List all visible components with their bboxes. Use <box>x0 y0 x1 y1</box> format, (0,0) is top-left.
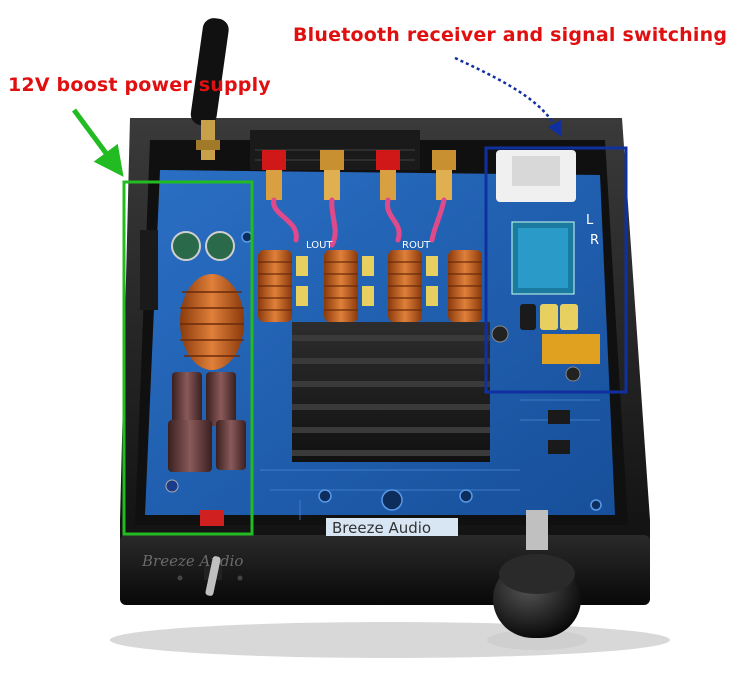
power-toggle-switch <box>204 556 222 596</box>
heatsink <box>292 322 490 462</box>
power-supply-callout: 12V boost power supply <box>8 74 271 96</box>
power-supply-components <box>140 230 246 526</box>
volume-knob <box>487 510 587 650</box>
brand-silkscreen-bg <box>326 518 458 536</box>
power-supply-arrow <box>71 108 124 177</box>
bluetooth-section-components: L R <box>491 150 600 454</box>
channel-left-label: L <box>586 213 594 228</box>
speaker-terminals <box>262 150 456 200</box>
lout-silkscreen: LOUT <box>306 240 333 251</box>
bluetooth-highlight-box <box>484 146 628 394</box>
brand-silkscreen: Breeze Audio <box>332 519 431 537</box>
channel-right-label: R <box>590 233 599 248</box>
bluetooth-arrow <box>454 56 562 137</box>
antenna <box>190 18 229 160</box>
front-panel-logo: Breeze Audio <box>141 552 243 570</box>
bluetooth-callout: Bluetooth receiver and signal switching <box>293 24 728 46</box>
rout-silkscreen: ROUT <box>402 240 431 251</box>
output-inductors <box>258 250 482 322</box>
power-supply-highlight-box <box>122 180 254 536</box>
